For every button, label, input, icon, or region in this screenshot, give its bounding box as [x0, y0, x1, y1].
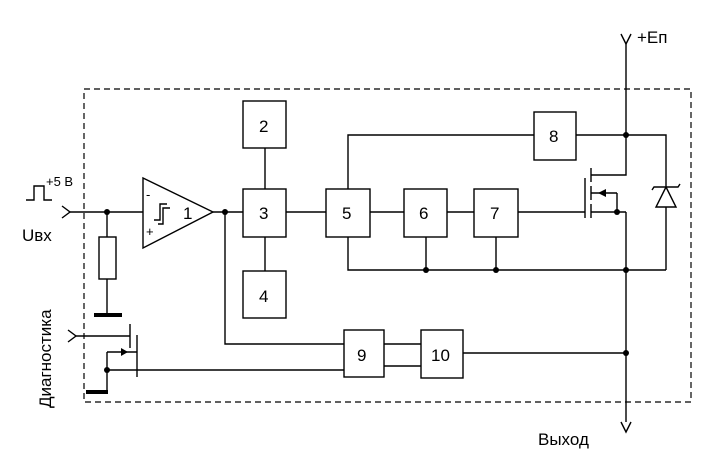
svg-text:9: 9: [357, 346, 366, 365]
svg-text:10: 10: [431, 346, 450, 365]
input-terminal: [61, 205, 72, 219]
block-1-comparator: 1 - +: [142, 176, 215, 250]
block-8: [533, 111, 577, 161]
hysteresis-icon: [154, 203, 167, 221]
block-9: [343, 329, 385, 378]
opamp-plus: +: [146, 224, 154, 239]
supply-label: +Еп: [637, 28, 667, 47]
block-10: [420, 329, 464, 379]
output-arrow: [620, 421, 632, 434]
zener-diode: [626, 134, 681, 270]
svg-text:4: 4: [259, 287, 268, 306]
diagnostics-transistor: [104, 335, 344, 392]
svg-text:7: 7: [490, 204, 499, 223]
output-label: Выход: [538, 430, 589, 449]
opamp-minus: -: [146, 187, 150, 202]
input-label: Uвх: [22, 226, 52, 245]
block-7: [473, 188, 519, 238]
block-4: [242, 270, 287, 319]
diagnostics-label: Диагностика: [36, 309, 55, 408]
svg-text:8: 8: [549, 127, 558, 146]
diagnostics-terminal: [67, 329, 78, 343]
svg-text:1: 1: [183, 204, 192, 223]
svg-text:2: 2: [259, 117, 268, 136]
input-pulse-icon: [26, 185, 52, 201]
module-boundary: [83, 88, 692, 403]
pulse-level-label: +5 В: [46, 174, 73, 189]
output-transistor: [584, 135, 627, 218]
block-5: [325, 188, 371, 238]
block-6: [403, 188, 448, 238]
input-resistor: [98, 236, 117, 280]
supply-terminal: [620, 33, 632, 135]
svg-text:3: 3: [259, 204, 268, 223]
svg-text:5: 5: [342, 204, 351, 223]
svg-text:6: 6: [419, 204, 428, 223]
block-2: [242, 100, 287, 149]
